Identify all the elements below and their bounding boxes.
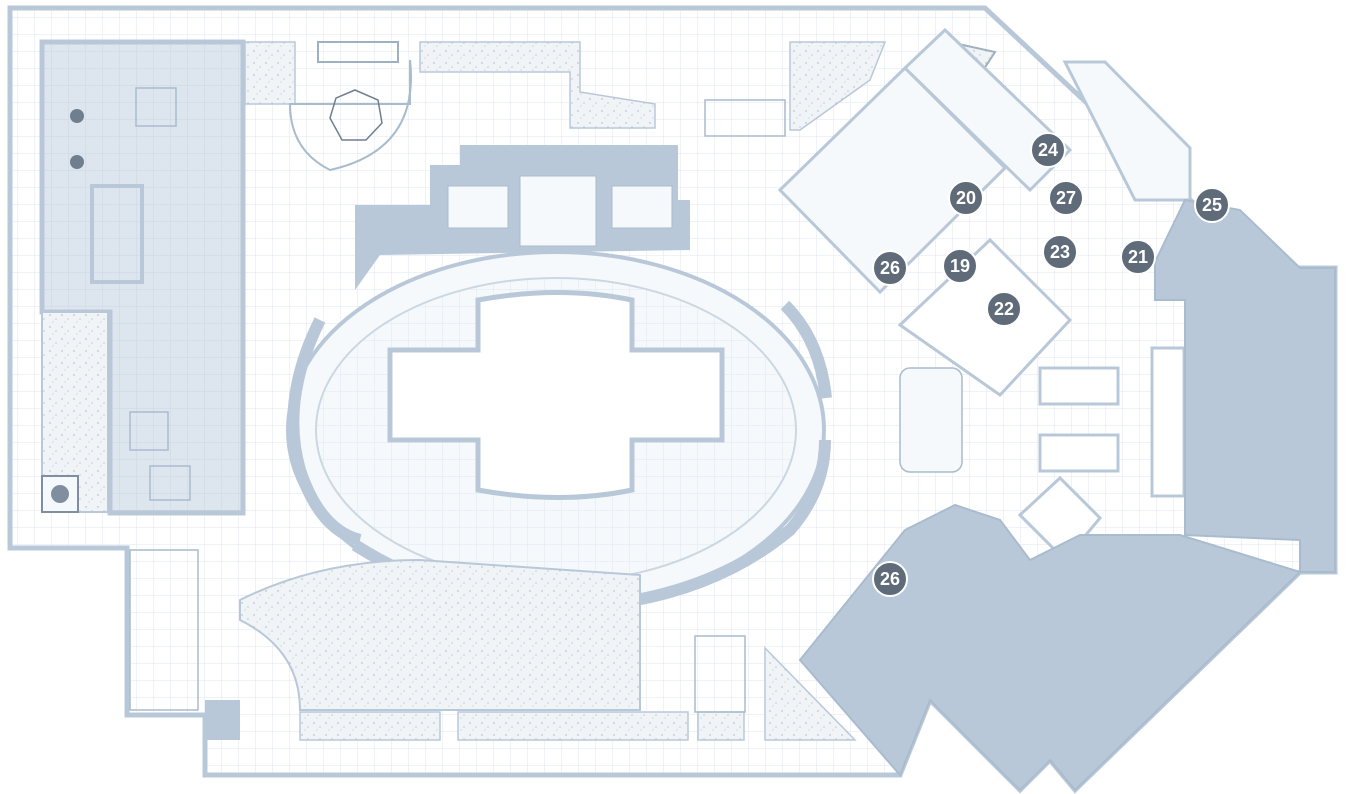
svg-text:27: 27 — [1056, 188, 1076, 208]
central-plaza — [286, 145, 832, 615]
marker-25[interactable]: 25 — [1194, 187, 1230, 223]
marker-23[interactable]: 23 — [1042, 234, 1078, 270]
svg-text:25: 25 — [1202, 195, 1222, 215]
map-markers[interactable]: 24 20 27 25 23 21 26 19 — [872, 132, 1230, 597]
marker-21[interactable]: 21 — [1120, 239, 1156, 275]
marker-24[interactable]: 24 — [1030, 132, 1066, 168]
lower-lounge — [129, 549, 857, 741]
svg-text:26: 26 — [880, 569, 900, 589]
pool-area — [39, 39, 246, 516]
marker-26-upper[interactable]: 26 — [872, 250, 908, 286]
svg-text:24: 24 — [1038, 140, 1058, 160]
marker-19[interactable]: 19 — [942, 248, 978, 284]
shaded-residence — [798, 198, 1336, 792]
residential-wing — [777, 27, 1192, 563]
svg-text:26: 26 — [880, 258, 900, 278]
svg-text:23: 23 — [1050, 242, 1070, 262]
svg-text:22: 22 — [994, 299, 1014, 319]
marker-20[interactable]: 20 — [948, 180, 984, 216]
marker-27[interactable]: 27 — [1048, 180, 1084, 216]
svg-text:19: 19 — [950, 256, 970, 276]
marker-26-lower[interactable]: 26 — [872, 561, 908, 597]
svg-text:20: 20 — [956, 188, 976, 208]
svg-text:21: 21 — [1128, 247, 1148, 267]
marker-22[interactable]: 22 — [986, 291, 1022, 327]
